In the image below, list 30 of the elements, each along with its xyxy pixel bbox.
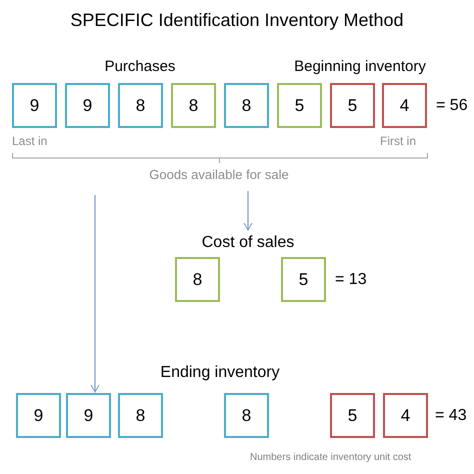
cost-box: 9: [66, 393, 111, 438]
order-label: First in: [380, 133, 416, 150]
title: SPECIFIC Identification Inventory Method: [69, 9, 405, 32]
cost-box: 9: [16, 393, 61, 438]
total-label: = 56: [436, 96, 468, 116]
arrow: [90, 195, 100, 392]
group-heading: Cost of sales: [188, 232, 308, 254]
cost-box: 8: [118, 393, 163, 438]
total-label: = 43: [435, 406, 467, 426]
total-label: = 13: [335, 270, 367, 290]
arrow: [244, 191, 252, 230]
cost-box: 5: [281, 257, 326, 302]
group-heading: Goods available for sale: [139, 165, 299, 185]
section-heading: Purchases: [104, 57, 176, 77]
cost-box: 9: [12, 83, 57, 128]
order-label: Last in: [12, 133, 48, 150]
cost-box: 9: [65, 83, 110, 128]
cost-box: 8: [118, 83, 163, 128]
footnote: Numbers indicate inventory unit cost: [250, 451, 412, 465]
cost-box: 4: [382, 83, 427, 128]
cost-box: 5: [330, 393, 375, 438]
cost-box: 5: [277, 83, 322, 128]
cost-box: 8: [171, 83, 216, 128]
cost-box: 8: [175, 257, 220, 302]
cost-box: 8: [224, 83, 269, 128]
section-heading: Beginning inventory: [293, 57, 427, 77]
cost-box: 4: [383, 393, 428, 438]
cost-box: 5: [330, 83, 375, 128]
cost-box: 8: [224, 393, 269, 438]
group-heading: Ending inventory: [145, 362, 295, 384]
